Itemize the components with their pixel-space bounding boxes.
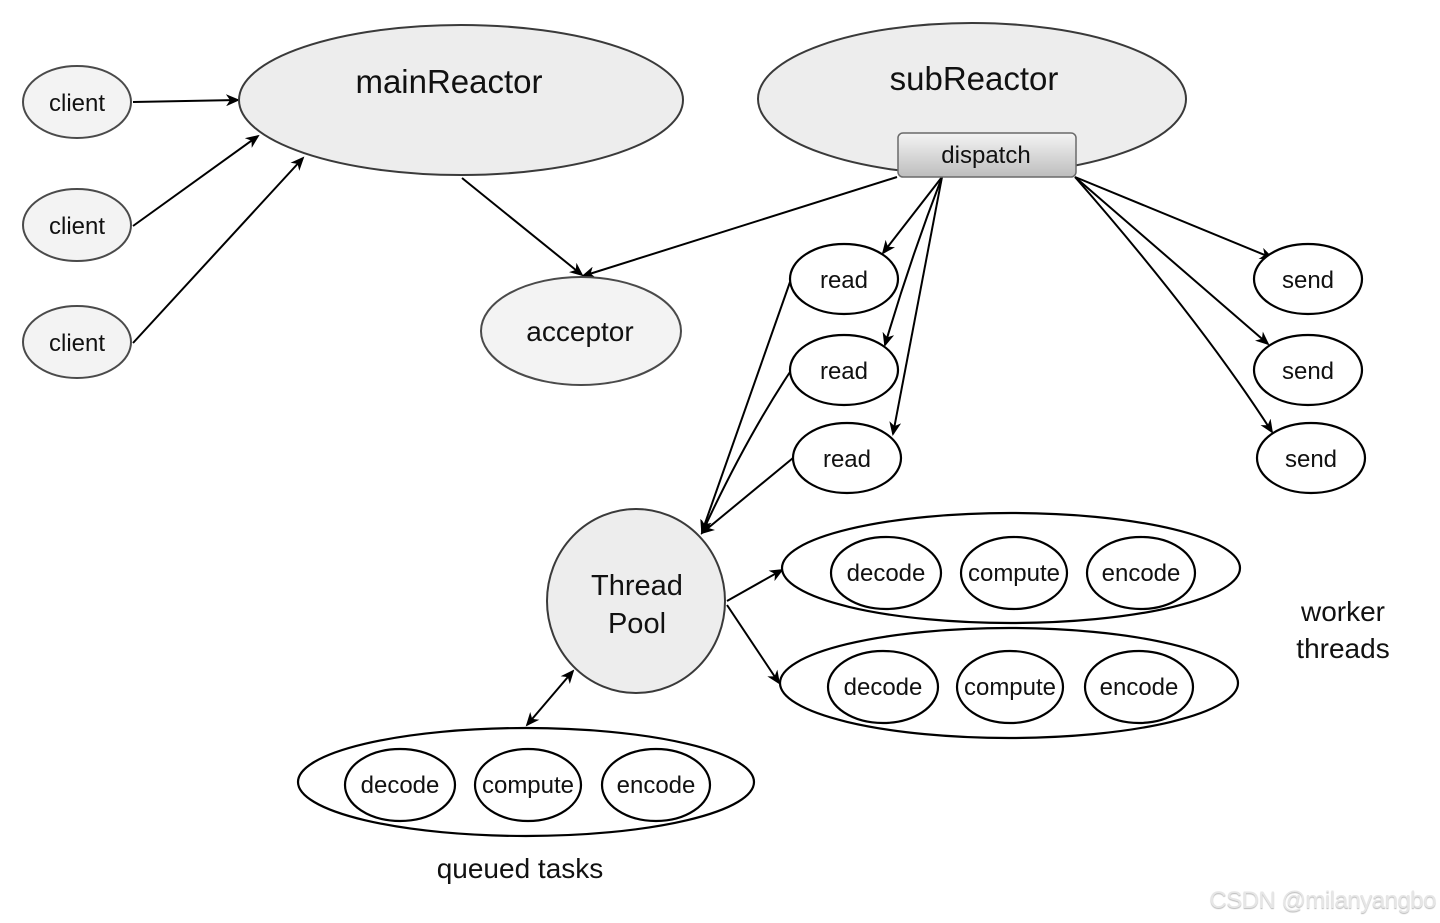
svg-text:threads: threads xyxy=(1296,633,1389,664)
edge-threadpool-worker2 xyxy=(726,604,781,685)
svg-text:compute: compute xyxy=(964,674,1056,701)
svg-text:encode: encode xyxy=(1102,560,1181,587)
acceptor-node: acceptor xyxy=(480,276,682,386)
svg-text:decode: decode xyxy=(361,772,440,799)
send-node: send xyxy=(1252,333,1364,407)
svg-text:read: read xyxy=(820,358,868,385)
svg-text:dispatch: dispatch xyxy=(941,142,1030,169)
task-compute: compute xyxy=(955,649,1065,725)
edge-dispatch-read1 xyxy=(881,176,943,255)
svg-text:compute: compute xyxy=(482,772,574,799)
worker-thread-group: decode compute encode xyxy=(778,626,1240,740)
edge-dispatch-acceptor xyxy=(581,176,898,279)
svg-text:Pool: Pool xyxy=(608,608,666,640)
read-node: read xyxy=(788,333,900,407)
sub-reactor-node: subReactor xyxy=(757,22,1187,176)
thread-pool-node: Thread Pool xyxy=(546,508,726,694)
edge-read2-threadpool xyxy=(701,371,791,535)
edge-read3-threadpool xyxy=(700,457,794,535)
svg-text:compute: compute xyxy=(968,560,1060,587)
task-encode: encode xyxy=(1083,649,1195,725)
edge-dispatch-send1 xyxy=(1074,176,1274,259)
edge-mainreactor-acceptor xyxy=(461,177,584,277)
svg-text:encode: encode xyxy=(1100,674,1179,701)
task-compute: compute xyxy=(473,747,583,823)
edge-client1-mainreactor xyxy=(132,94,240,107)
main-reactor-node: mainReactor xyxy=(238,24,684,176)
dispatch-box: dispatch xyxy=(897,132,1077,178)
edge-threadpool-queue xyxy=(525,669,575,727)
worker-threads-label: worker threads xyxy=(1296,596,1389,664)
edge-dispatch-read2 xyxy=(882,176,943,347)
svg-text:acceptor: acceptor xyxy=(526,316,633,347)
queued-tasks-group: decode compute encode xyxy=(296,726,756,838)
svg-text:Thread: Thread xyxy=(591,570,683,602)
edge-dispatch-send3 xyxy=(1074,176,1274,434)
edge-client2-mainreactor xyxy=(132,134,260,227)
client-node: client xyxy=(22,188,132,262)
svg-text:worker: worker xyxy=(1300,596,1385,627)
svg-text:send: send xyxy=(1282,358,1334,385)
edge-threadpool-worker1 xyxy=(726,569,784,602)
svg-text:client: client xyxy=(49,90,105,117)
read-node: read xyxy=(791,421,903,495)
send-node: send xyxy=(1255,421,1367,495)
edges xyxy=(132,94,1274,727)
svg-text:client: client xyxy=(49,213,105,240)
edge-client3-mainreactor xyxy=(132,156,305,344)
svg-text:decode: decode xyxy=(847,560,926,587)
svg-text:client: client xyxy=(49,330,105,357)
edge-dispatch-read3 xyxy=(889,176,943,436)
task-decode: decode xyxy=(826,649,940,725)
edge-read1-threadpool xyxy=(700,281,791,534)
svg-text:decode: decode xyxy=(844,674,923,701)
send-node: send xyxy=(1252,242,1364,316)
svg-text:encode: encode xyxy=(617,772,696,799)
client-node: client xyxy=(22,65,132,139)
task-compute: compute xyxy=(959,535,1069,611)
svg-text:send: send xyxy=(1285,446,1337,473)
read-node: read xyxy=(788,242,900,316)
task-encode: encode xyxy=(1085,535,1197,611)
client-node: client xyxy=(22,305,132,379)
svg-text:read: read xyxy=(823,446,871,473)
worker-thread-group: decode compute encode xyxy=(780,511,1242,625)
edge-dispatch-send2 xyxy=(1074,176,1270,346)
svg-text:mainReactor: mainReactor xyxy=(355,63,542,100)
queued-tasks-label: queued tasks xyxy=(437,853,604,884)
svg-text:read: read xyxy=(820,267,868,294)
svg-text:subReactor: subReactor xyxy=(890,60,1059,97)
task-decode: decode xyxy=(343,747,457,823)
task-encode: encode xyxy=(600,747,712,823)
task-decode: decode xyxy=(829,535,943,611)
svg-text:send: send xyxy=(1282,267,1334,294)
watermark: CSDN @milanyangbo xyxy=(1209,887,1436,914)
